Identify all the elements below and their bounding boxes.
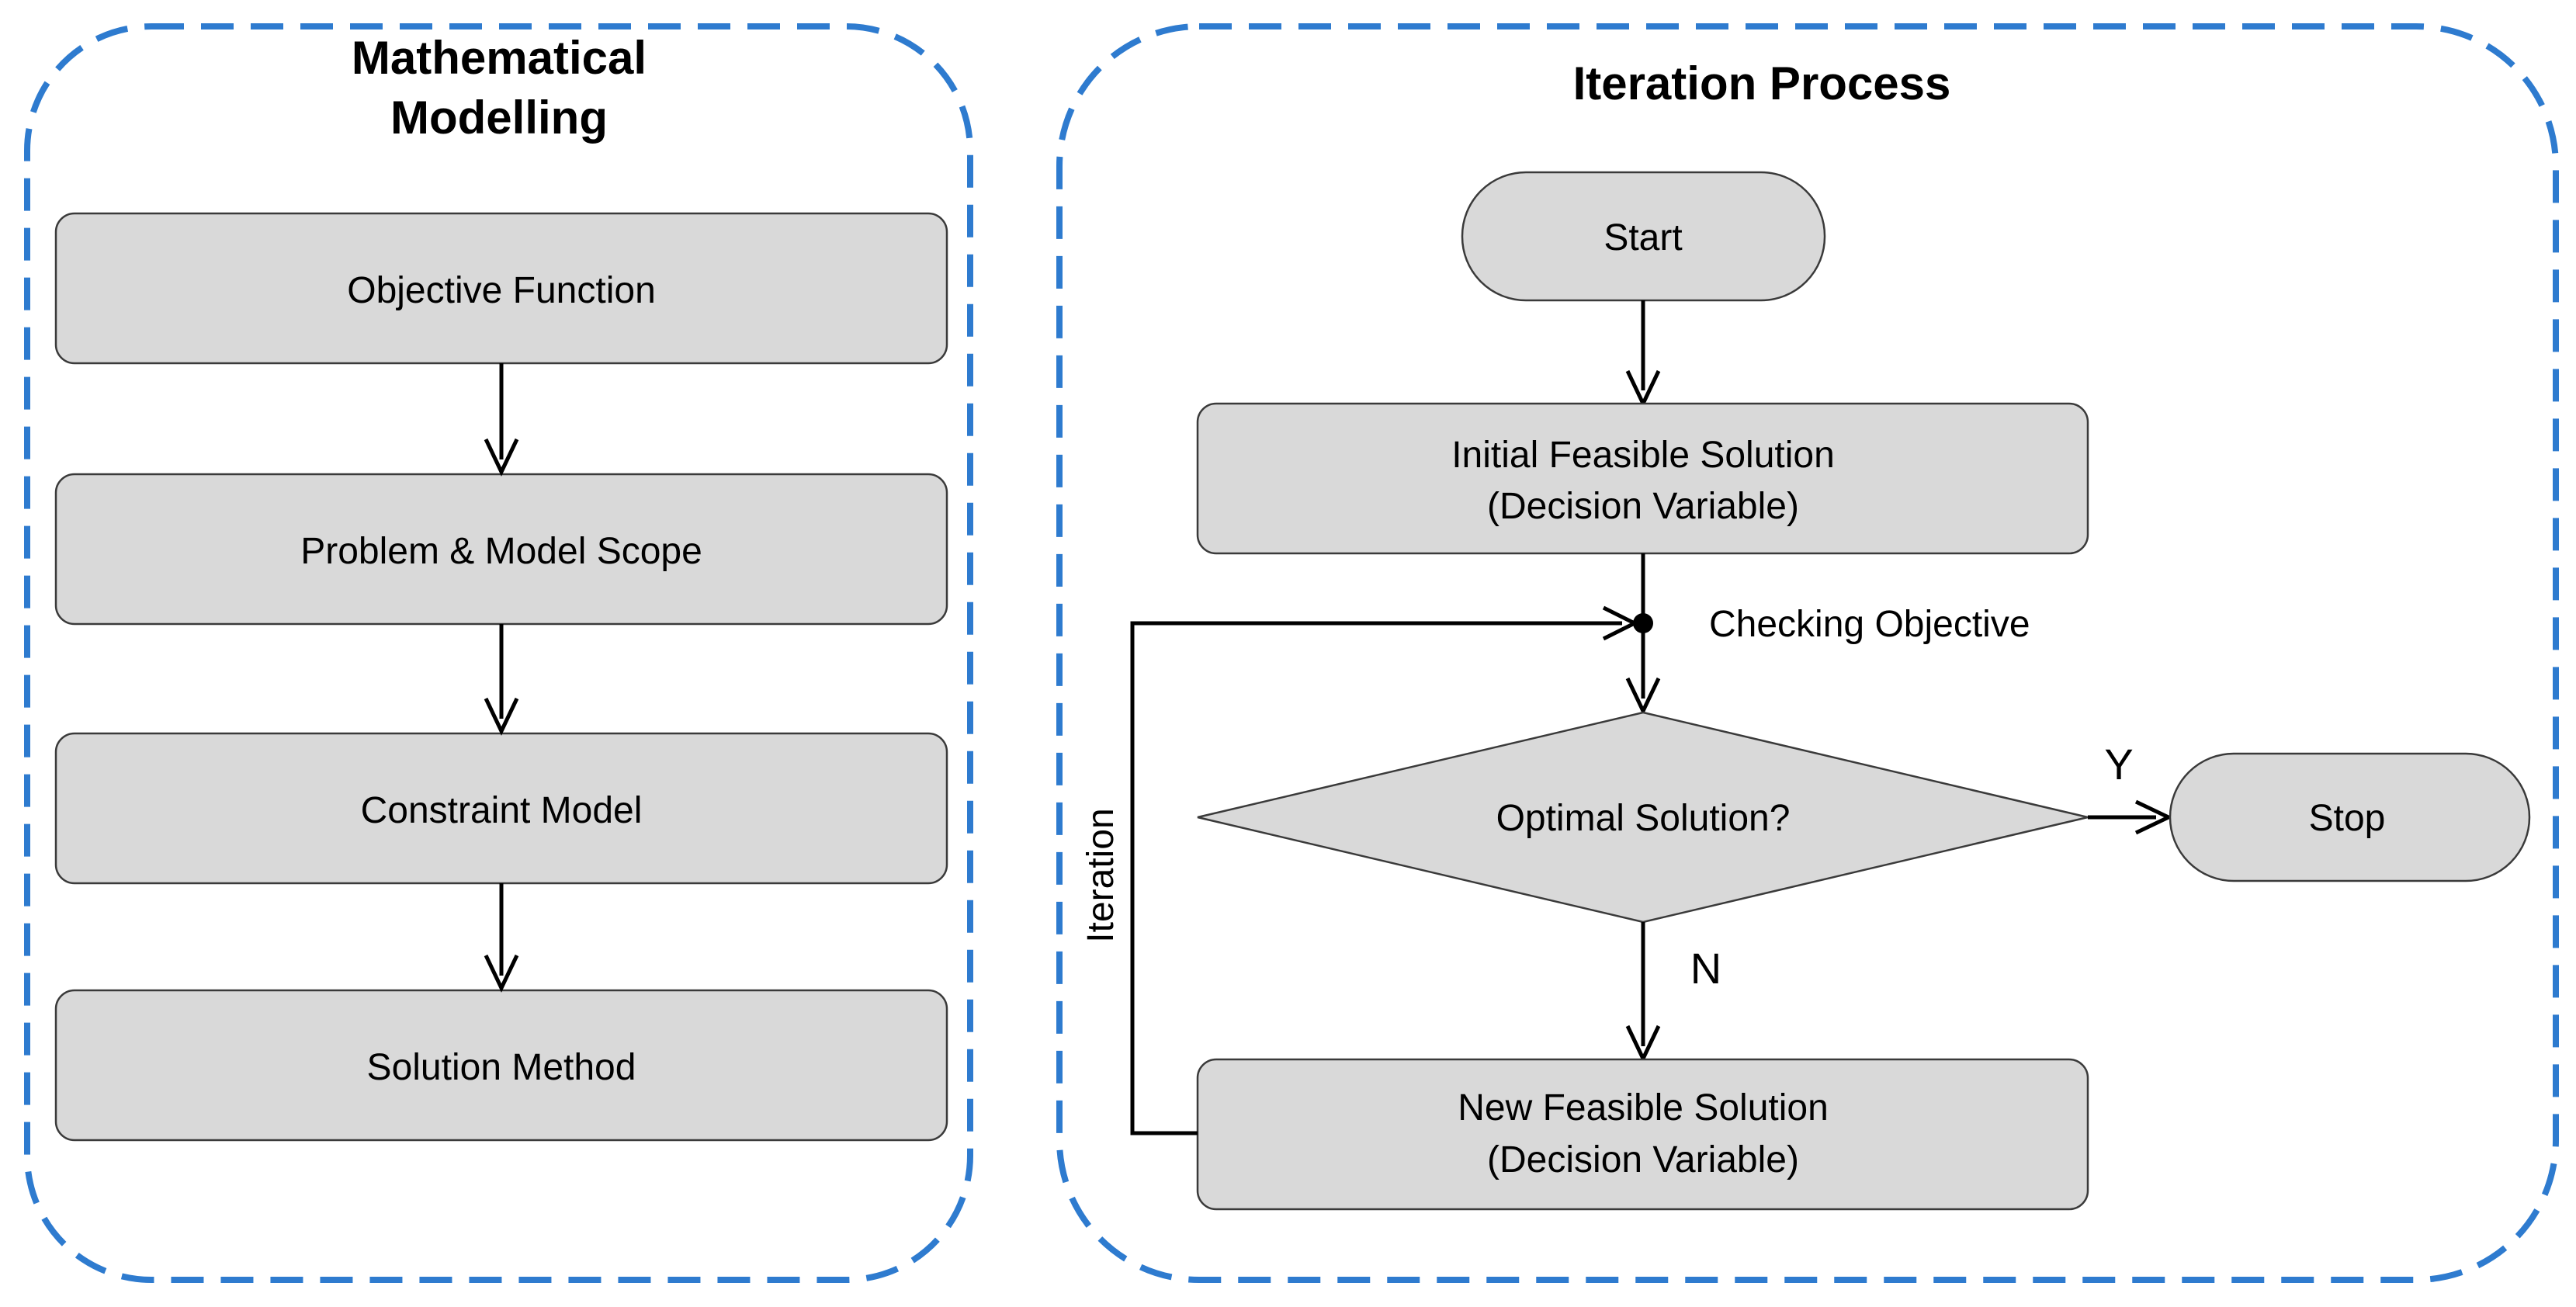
start-label: Start: [1603, 217, 1682, 258]
arrow-scope-to-constraint: [484, 624, 519, 736]
arrow-decision-to-new-solution: [1625, 922, 1661, 1063]
right-panel-title: Iteration Process: [1573, 57, 1951, 109]
initial-feasible-solution-box: [1196, 402, 2089, 555]
yes-label: Y: [2104, 740, 2133, 789]
stop-terminal: [2169, 752, 2531, 882]
constraint-model-label: Constraint Model: [361, 790, 643, 831]
new-solution-line2: (Decision Variable): [1487, 1139, 1799, 1180]
left-panel-title-line2: Modelling: [390, 92, 608, 144]
stop-label: Stop: [2309, 798, 2386, 839]
iteration-process-group: [1056, 23, 2559, 1283]
arrow-constraint-to-solution: [484, 883, 519, 993]
iteration-label: Iteration: [1080, 808, 1122, 942]
mathematical-modelling-group: [24, 23, 973, 1283]
arrow-decision-to-stop: [2088, 799, 2173, 835]
decision-label: Optimal Solution?: [1496, 798, 1791, 839]
problem-model-scope-label: Problem & Model Scope: [300, 531, 702, 572]
initial-solution-line1: Initial Feasible Solution: [1451, 435, 1835, 476]
solution-method-label: Solution Method: [367, 1047, 636, 1088]
arrow-start-to-initial: [1625, 300, 1661, 408]
left-panel-title-line1: Mathematical: [352, 32, 647, 84]
objective-function-label: Objective Function: [347, 270, 656, 311]
iteration-loop-arrow: [1130, 605, 1639, 1135]
new-solution-line1: New Feasible Solution: [1458, 1087, 1829, 1128]
checking-objective-label: Checking Objective: [1709, 604, 2030, 645]
initial-solution-line2: (Decision Variable): [1487, 486, 1799, 527]
new-feasible-solution-box: [1196, 1058, 2089, 1211]
checking-junction-dot: [1633, 613, 1653, 633]
arrow-objective-to-scope: [484, 363, 519, 477]
no-label: N: [1690, 944, 1721, 993]
